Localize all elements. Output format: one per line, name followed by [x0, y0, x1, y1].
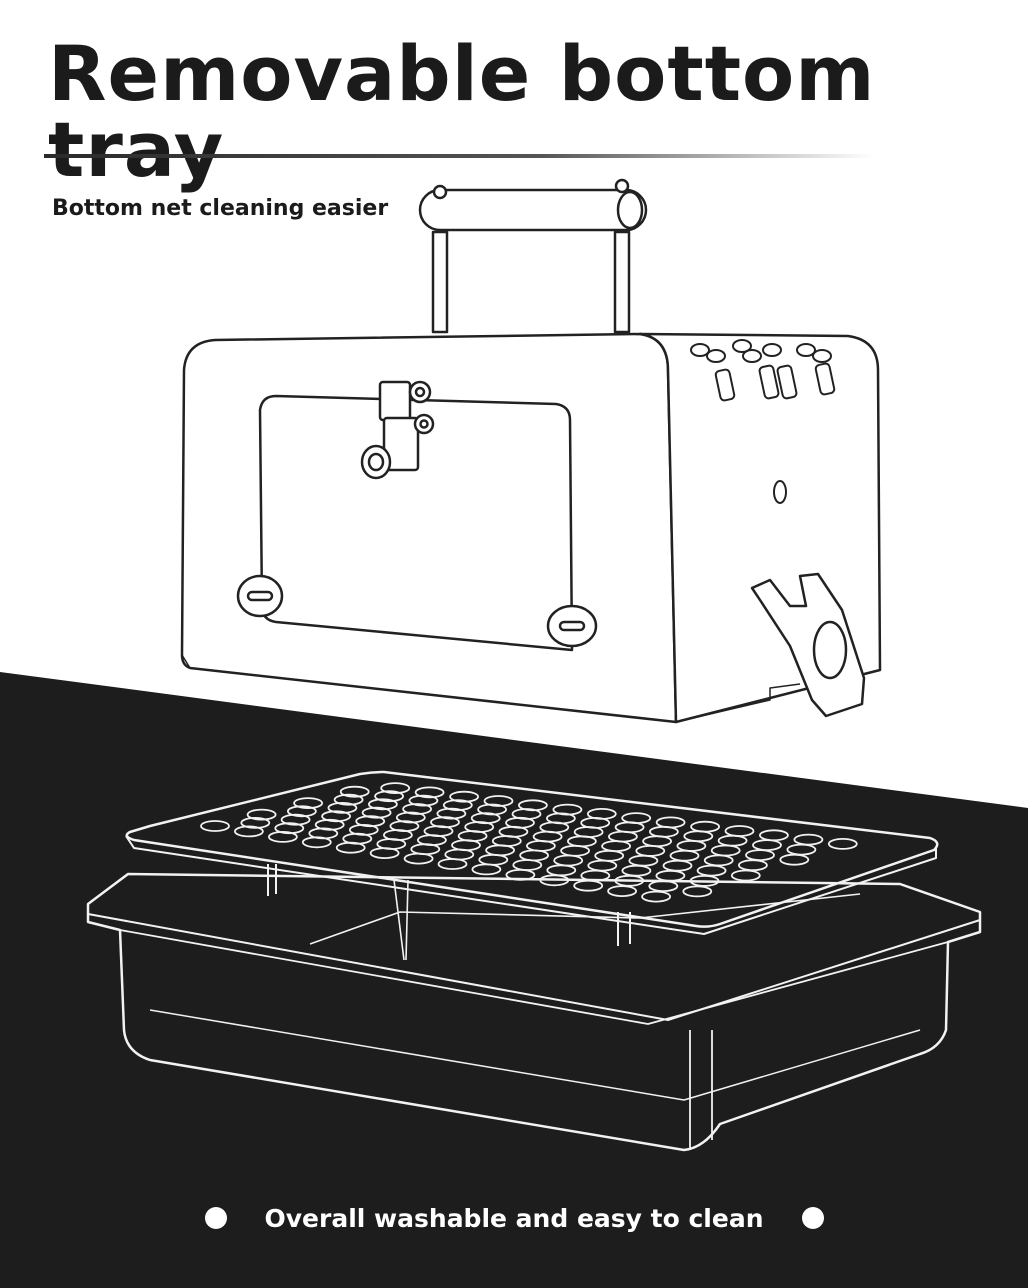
- net-hole: [587, 859, 618, 872]
- net-hole: [655, 816, 686, 829]
- net-hole: [395, 811, 426, 824]
- net-hole: [779, 853, 810, 866]
- net-hole: [286, 805, 317, 818]
- net-hole: [442, 799, 473, 811]
- net-hole: [682, 885, 713, 898]
- net-holes: [200, 782, 858, 903]
- net-hole: [444, 848, 475, 861]
- net-hole: [608, 830, 638, 843]
- net-hole: [642, 835, 672, 848]
- net-hole: [827, 838, 858, 850]
- circle-bullet-icon: [204, 1207, 227, 1229]
- removable-tray-drawing: [86, 770, 982, 1152]
- net-hole: [635, 845, 666, 857]
- side-clip: [750, 572, 866, 718]
- tray-basin: [86, 872, 982, 1152]
- net-hole: [274, 822, 305, 835]
- net-hole: [408, 794, 439, 807]
- net-hole: [690, 820, 720, 833]
- net-hole: [526, 840, 556, 852]
- net-hole: [696, 864, 727, 877]
- net-hole: [200, 820, 230, 832]
- net-hole: [293, 797, 324, 809]
- net-hole: [471, 863, 502, 876]
- net-hole: [649, 825, 679, 838]
- net-hole: [628, 854, 659, 867]
- net-hole: [280, 813, 311, 826]
- net-hole: [546, 864, 577, 877]
- net-hole: [567, 835, 597, 848]
- net-hole: [519, 849, 549, 862]
- net-hole: [367, 798, 398, 811]
- net-hole: [402, 803, 433, 815]
- net-hole: [333, 793, 364, 806]
- net-hole: [485, 844, 516, 857]
- net-hole: [586, 808, 617, 820]
- net-hole: [327, 802, 358, 814]
- page-title: Removable bottom tray: [48, 29, 876, 194]
- net-hole: [717, 834, 748, 847]
- net-hole: [437, 858, 468, 870]
- net-hole: [689, 875, 720, 887]
- net-hole: [552, 803, 583, 816]
- net-hole: [240, 817, 271, 829]
- net-hole: [314, 818, 345, 831]
- net-hole: [361, 806, 392, 819]
- net-hole: [436, 807, 467, 820]
- net-hole: [669, 849, 700, 862]
- circle-bullet-icon: [801, 1207, 824, 1229]
- net-hole: [655, 869, 686, 882]
- net-hole: [403, 852, 434, 865]
- net-hole: [339, 785, 370, 798]
- net-hole: [560, 844, 590, 857]
- feature-subtitle: Bottom net cleaning easier: [52, 196, 389, 221]
- net-hole: [710, 844, 741, 857]
- net-hole: [246, 808, 277, 821]
- net-hole: [621, 812, 652, 824]
- carrier-door: [236, 380, 598, 652]
- net-hole: [512, 859, 543, 871]
- net-hole: [676, 840, 707, 852]
- net-hole: [233, 825, 264, 838]
- carrier-handle: [418, 178, 648, 334]
- footer-caption-row: Overall washable and easy to clean: [0, 1196, 1028, 1240]
- title-divider: [44, 154, 874, 158]
- net-hole: [374, 790, 405, 803]
- net-hole: [738, 859, 768, 872]
- net-hole: [641, 890, 671, 903]
- net-hole: [683, 830, 714, 843]
- net-hole: [518, 799, 548, 812]
- net-hole: [414, 786, 445, 799]
- net-hole: [355, 815, 386, 828]
- net-hole: [607, 885, 637, 897]
- net-hole: [703, 854, 734, 867]
- net-hole: [730, 869, 761, 882]
- net-hole: [759, 829, 789, 842]
- net-hole: [793, 833, 824, 846]
- net-hole: [594, 849, 625, 862]
- side-vent-holes: [690, 339, 836, 504]
- net-hole: [786, 843, 817, 856]
- net-hole: [449, 790, 480, 803]
- net-hole: [573, 879, 604, 892]
- net-hole: [662, 859, 693, 872]
- net-hole: [380, 782, 411, 794]
- bottom-net-plate: [125, 770, 939, 928]
- net-hole: [724, 825, 755, 837]
- net-hole: [477, 803, 508, 816]
- pet-carrier-drawing: [180, 178, 882, 724]
- net-hole: [648, 880, 679, 892]
- footer-caption: Overall washable and easy to clean: [264, 1203, 764, 1233]
- net-hole: [601, 840, 631, 852]
- net-hole: [483, 795, 514, 807]
- net-hole: [553, 854, 584, 867]
- net-hole: [745, 849, 775, 861]
- net-hole: [621, 864, 652, 877]
- net-hole: [752, 839, 782, 851]
- net-hole: [321, 810, 352, 823]
- net-hole: [478, 853, 509, 866]
